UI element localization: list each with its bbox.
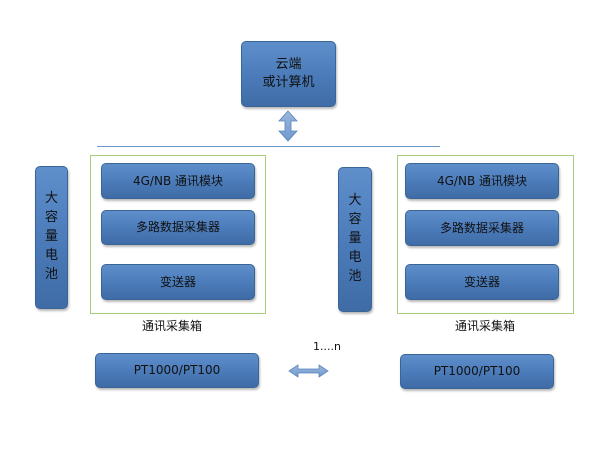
battery-char: 大 xyxy=(44,191,58,207)
network-bus-line xyxy=(97,146,440,147)
right-box-caption: 通讯采集箱 xyxy=(455,319,516,333)
left-battery-box: 大 容 量 电 池 xyxy=(35,166,68,309)
cloud-label-line2: 或计算机 xyxy=(262,75,315,90)
battery-char: 池 xyxy=(44,266,58,282)
cloud-label-line1: 云端 xyxy=(275,57,302,73)
left-sensor-label: PT1000/PT100 xyxy=(133,363,221,378)
right-data-collector-label: 多路数据采集器 xyxy=(439,220,524,235)
right-sensor-box: PT1000/PT100 xyxy=(400,354,554,389)
range-label: 1....n xyxy=(313,340,341,353)
right-transmitter-label: 变送器 xyxy=(463,274,500,289)
left-collection-box-frame xyxy=(90,155,266,314)
cloud-server-box: 云端 或计算机 xyxy=(241,41,336,107)
cloud-bus-double-arrow xyxy=(278,110,298,142)
right-transmitter-box: 变送器 xyxy=(405,264,559,300)
battery-char: 量 xyxy=(44,229,58,245)
battery-char: 电 xyxy=(44,247,58,263)
right-comm-module-label: 4G/NB 通讯模块 xyxy=(436,173,527,188)
left-box-caption: 通讯采集箱 xyxy=(142,319,203,333)
battery-char: 容 xyxy=(44,210,58,226)
battery-char: 池 xyxy=(348,268,362,284)
battery-char: 大 xyxy=(348,193,362,209)
battery-char: 量 xyxy=(348,231,362,247)
battery-char: 电 xyxy=(348,249,362,265)
right-sensor-label: PT1000/PT100 xyxy=(433,364,521,379)
right-collection-box-frame xyxy=(397,155,574,314)
left-comm-module-box: 4G/NB 通讯模块 xyxy=(101,163,255,199)
right-battery-box: 大 容 量 电 池 xyxy=(338,167,372,312)
left-sensor-box: PT1000/PT100 xyxy=(95,353,259,388)
left-transmitter-box: 变送器 xyxy=(101,264,255,300)
left-transmitter-label: 变送器 xyxy=(159,274,196,289)
right-data-collector-box: 多路数据采集器 xyxy=(405,210,559,246)
sensor-range-double-arrow xyxy=(288,364,329,378)
battery-char: 容 xyxy=(348,212,362,228)
right-comm-module-box: 4G/NB 通讯模块 xyxy=(405,163,559,199)
left-comm-module-label: 4G/NB 通讯模块 xyxy=(132,173,223,188)
left-data-collector-box: 多路数据采集器 xyxy=(101,210,255,245)
left-data-collector-label: 多路数据采集器 xyxy=(135,220,220,235)
